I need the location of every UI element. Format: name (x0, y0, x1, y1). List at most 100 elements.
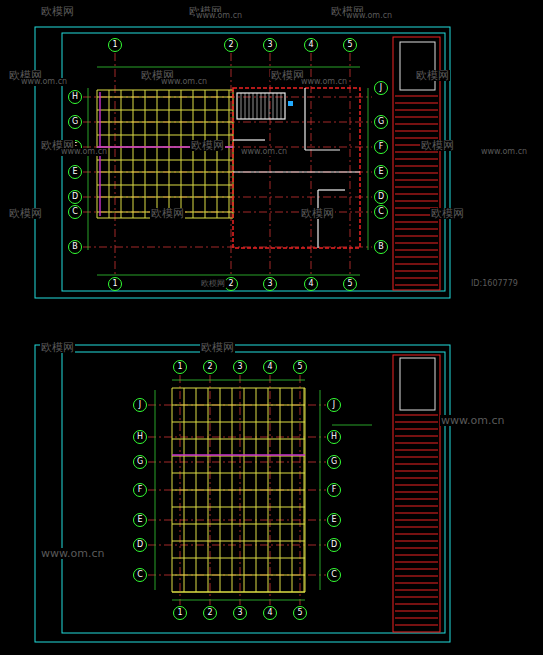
stroke (395, 450, 438, 451)
stroke (395, 124, 438, 125)
stroke (395, 499, 438, 500)
stroke (395, 166, 438, 167)
stroke (395, 285, 438, 286)
grid-bubble: 2 (224, 38, 238, 52)
watermark: www.om.cn (60, 148, 108, 156)
stroke (231, 53, 232, 276)
stroke (257, 93, 258, 119)
grid-bubble: 5 (293, 606, 307, 620)
grid-bubble: C (374, 205, 388, 219)
stroke (157, 90, 158, 218)
stroke (121, 90, 122, 218)
stroke (148, 545, 326, 546)
grid-bubble: 3 (233, 360, 247, 374)
stroke (395, 236, 438, 237)
stroke (148, 575, 326, 576)
grid-bubble: B (374, 240, 388, 254)
grid-bubble: D (133, 538, 147, 552)
grid-bubble: E (327, 513, 341, 527)
watermark: www.om.cn (440, 415, 505, 426)
stroke (145, 90, 146, 218)
stroke (172, 405, 305, 406)
stroke (172, 507, 305, 508)
grid-bubble: J (327, 398, 341, 412)
stroke (395, 243, 438, 244)
grid-bubble: 4 (304, 38, 318, 52)
stroke (395, 110, 438, 111)
grid-bubble: 2 (203, 360, 217, 374)
stroke (245, 93, 246, 119)
stroke (269, 93, 270, 119)
grid-bubble: J (133, 398, 147, 412)
grid-bubble: H (133, 430, 147, 444)
stroke (249, 93, 250, 119)
stroke (265, 93, 266, 119)
grid-bubble: F (327, 483, 341, 497)
stroke (172, 456, 305, 457)
stroke (395, 443, 438, 444)
stroke (172, 439, 305, 440)
stroke (270, 53, 271, 276)
grid-bubble: 4 (304, 277, 318, 291)
stroke (83, 97, 372, 98)
stroke (148, 405, 326, 406)
stroke (172, 524, 305, 525)
watermark: www.om.cn (40, 548, 105, 559)
watermark: 欧模网 (200, 342, 235, 353)
stroke (395, 590, 438, 591)
stroke (109, 90, 110, 218)
grid-bubble: 4 (263, 606, 277, 620)
stroke (395, 271, 438, 272)
stroke (395, 194, 438, 195)
watermark: www.om.cn (480, 148, 528, 156)
stroke (83, 122, 372, 123)
stroke (172, 558, 305, 559)
grid-bubble: H (68, 90, 82, 104)
stroke (253, 93, 254, 119)
stroke (172, 592, 305, 593)
grid-bubble: 1 (173, 606, 187, 620)
watermark: 欧模网 (300, 208, 335, 219)
stroke (395, 541, 438, 542)
stroke (97, 172, 233, 173)
stroke (229, 90, 230, 218)
stroke (395, 471, 438, 472)
grid-bubble: 3 (263, 38, 277, 52)
stroke (261, 93, 262, 119)
watermark: ID:1607779 (470, 280, 519, 288)
stroke (395, 250, 438, 251)
watermark: 欧模网 (40, 342, 75, 353)
stroke (395, 201, 438, 202)
stroke (172, 490, 305, 491)
grid-bubble: F (374, 140, 388, 154)
stroke (133, 90, 134, 218)
grid-bubble: B (68, 240, 82, 254)
stroke (169, 90, 170, 218)
stroke (395, 96, 438, 97)
stroke (395, 576, 438, 577)
stroke (395, 457, 438, 458)
stroke (148, 437, 326, 438)
stroke (97, 97, 233, 98)
stroke (83, 197, 372, 198)
stroke (281, 93, 282, 119)
stroke (395, 583, 438, 584)
stroke (395, 520, 438, 521)
grid-bubble: G (374, 115, 388, 129)
grid-bubble: D (327, 538, 341, 552)
watermark: www.om.cn (20, 78, 68, 86)
stroke (172, 422, 305, 423)
watermark: 欧模网 (40, 6, 75, 17)
grid-bubble: 2 (203, 606, 217, 620)
stroke (395, 138, 438, 139)
watermark: 欧模网 (430, 208, 465, 219)
watermark: www.om.cn (240, 148, 288, 156)
stroke (395, 264, 438, 265)
stroke (395, 117, 438, 118)
stroke (395, 131, 438, 132)
stroke (395, 555, 438, 556)
stroke (97, 90, 233, 91)
stroke (395, 152, 438, 153)
grid-bubble: E (133, 513, 147, 527)
grid-bubble: E (68, 165, 82, 179)
